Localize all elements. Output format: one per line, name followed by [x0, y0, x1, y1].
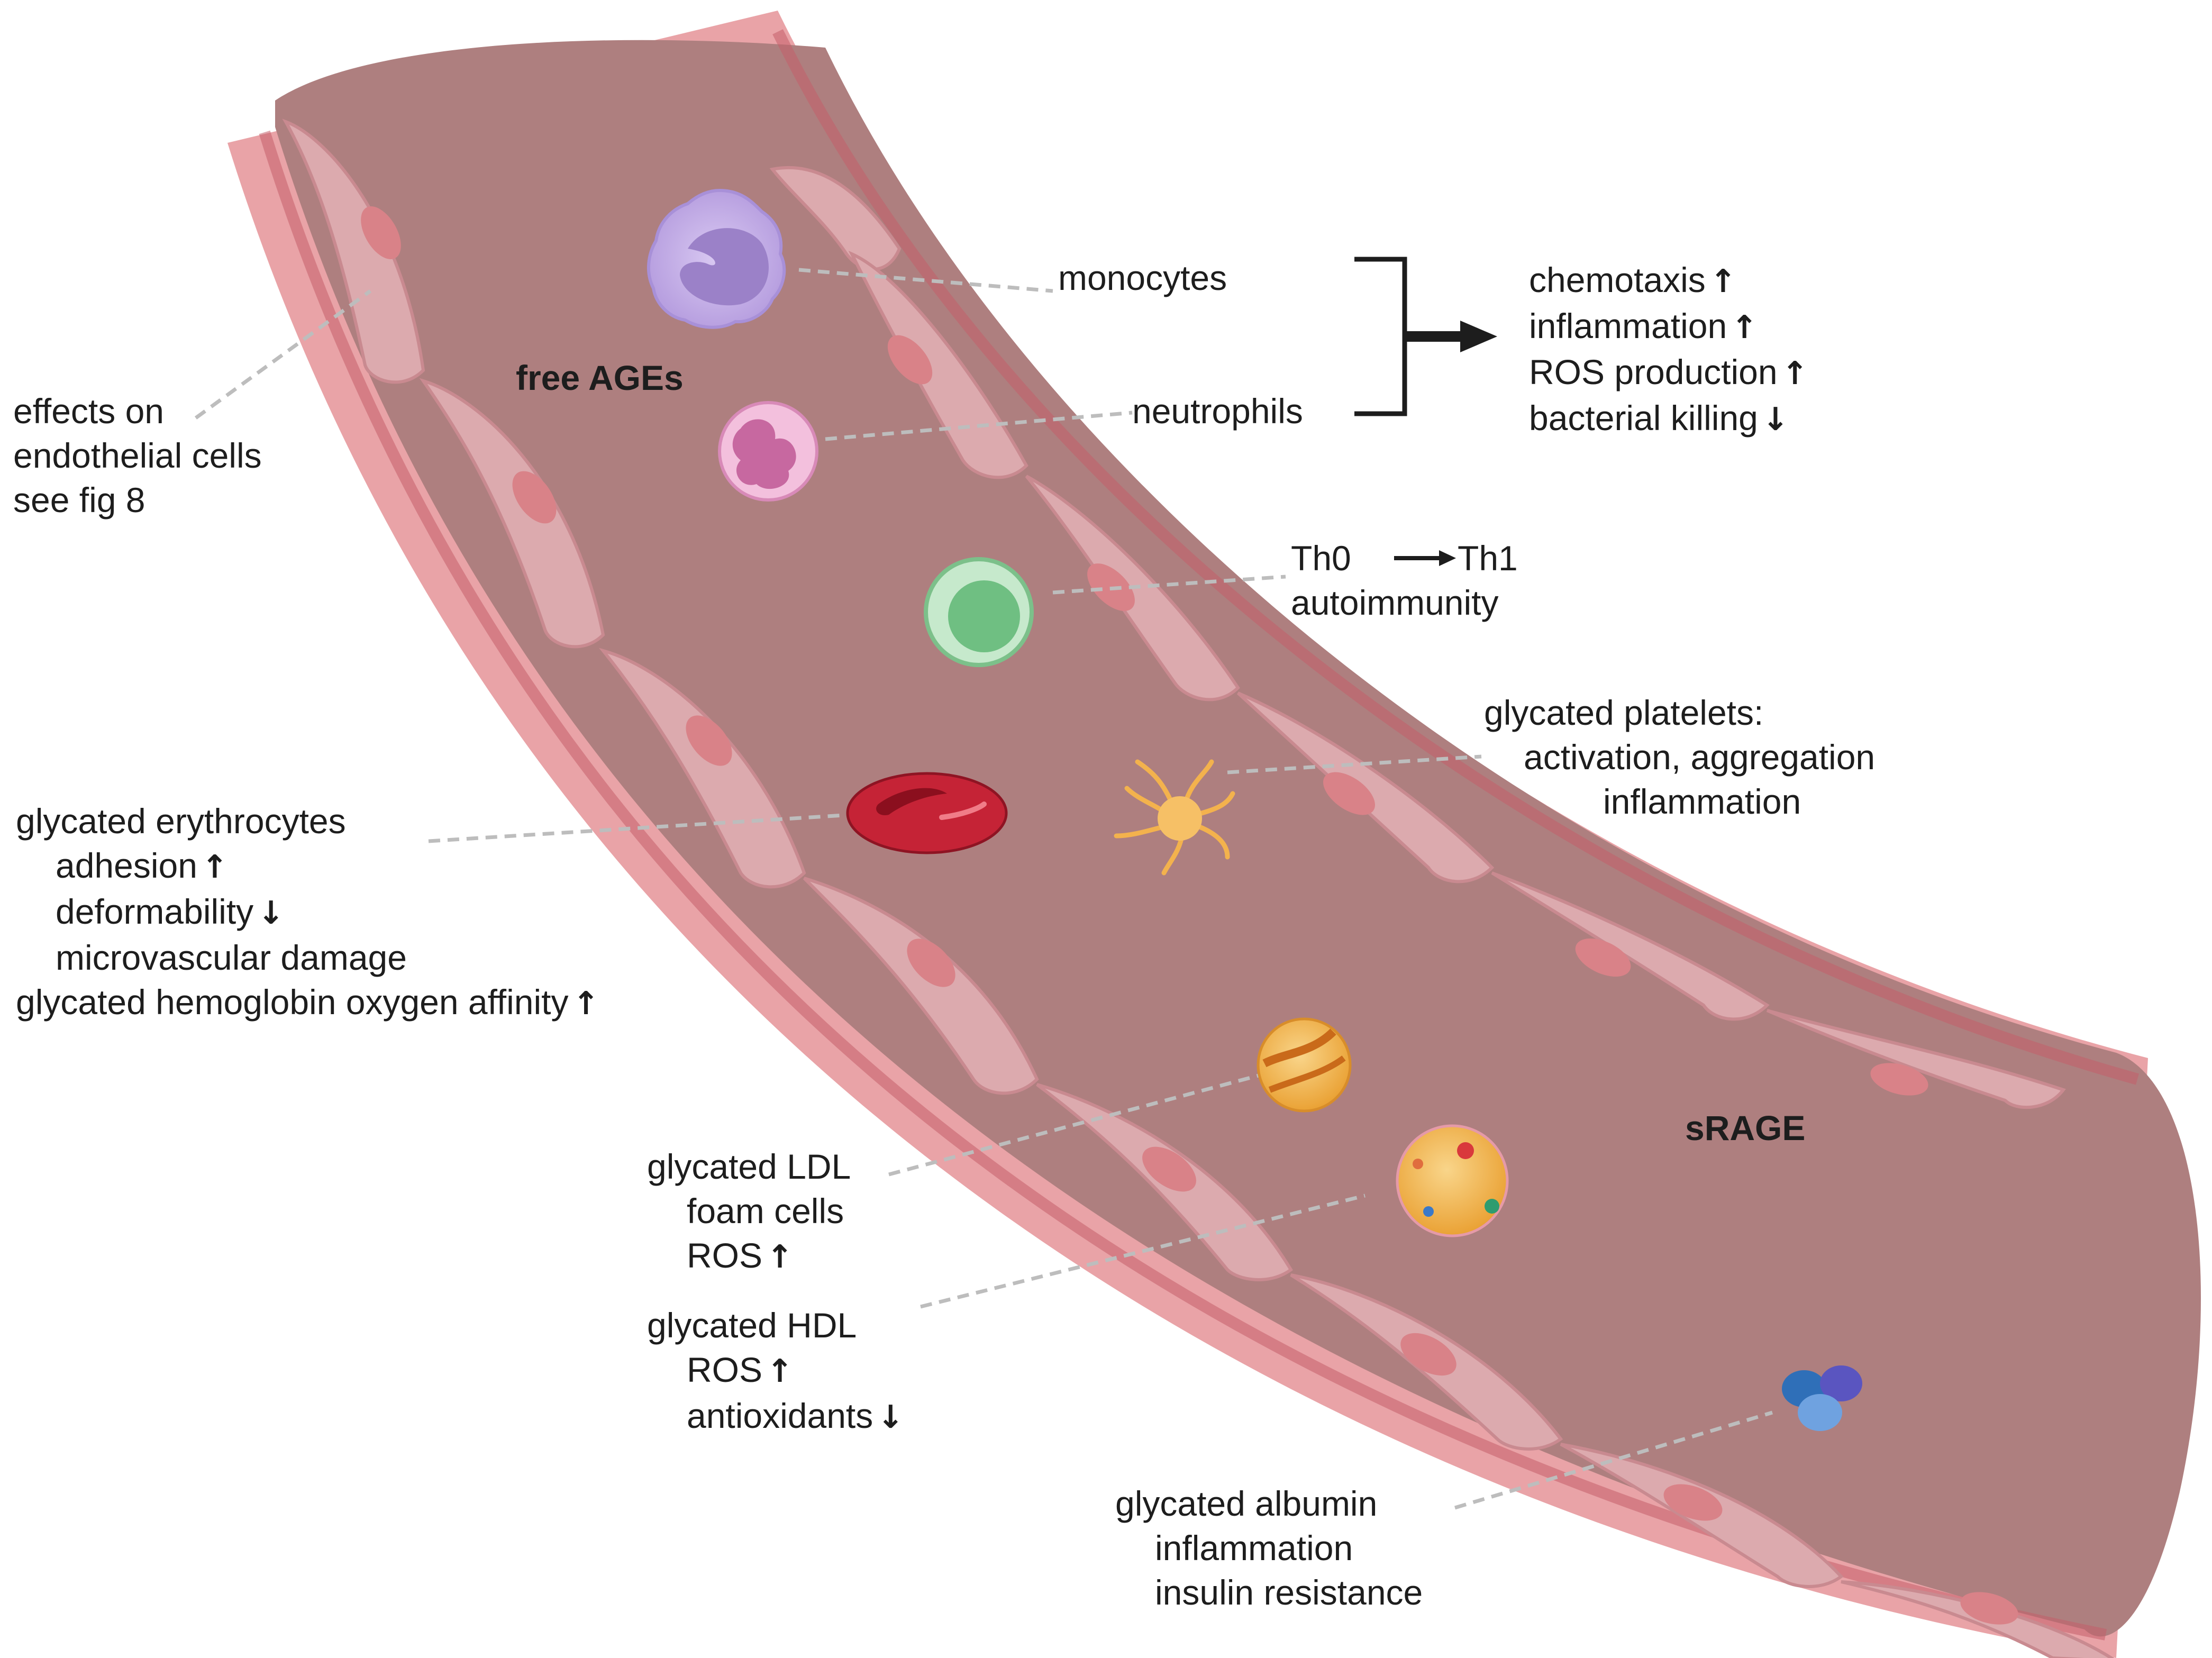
platelets-line-1: glycated platelets:: [1484, 693, 1764, 732]
albumin-title: glycated albumin: [1115, 1484, 1378, 1523]
effect-inflammation: inflammation↑: [1529, 306, 1758, 346]
immune-effects-list: chemotaxis↑ inflammation↑ ROS production…: [1529, 258, 1808, 442]
up-arrow-icon: ↑: [1709, 263, 1737, 300]
hdl-label: glycated HDL ROS↑ antioxidants↓: [647, 1303, 904, 1440]
erythrocytes-adhesion: adhesion↑: [56, 846, 229, 886]
up-arrow-icon: ↑: [201, 849, 229, 886]
albumin-label: glycated albumin inflammation insulin re…: [1115, 1481, 1423, 1615]
effect-bacterial-killing: bacterial killing↓: [1529, 398, 1789, 438]
up-arrow-icon: ↑: [572, 985, 599, 1022]
upper-wall-lining: [772, 29, 2139, 1085]
endothelial-line-2: endothelial cells: [13, 436, 262, 475]
upper-endothelium-nuclei: [887, 335, 1928, 1096]
endothelial-effects-label: effects on endothelial cells see fig 8: [13, 389, 262, 522]
platelet-body: [1158, 796, 1202, 841]
erythrocytes-hemoglobin: glycated hemoglobin oxygen affinity↑: [16, 982, 599, 1022]
down-arrow-icon: ↓: [1762, 401, 1789, 438]
ldl-label: glycated LDL foam cells ROS↑: [647, 1144, 851, 1279]
up-arrow-icon: ↑: [1781, 355, 1808, 392]
free-ages-label: free AGEs: [516, 358, 684, 397]
platelets-line-3: inflammation: [1603, 782, 1801, 821]
hdl-antioxidants: antioxidants↓: [687, 1396, 904, 1436]
hdl-ros: ROS↑: [687, 1350, 794, 1390]
hdl-particle-icon: [1396, 1124, 1509, 1237]
effect-chemotaxis: chemotaxis↑: [1529, 260, 1737, 300]
erythrocytes-deformability: deformability↓: [56, 892, 285, 932]
up-arrow-icon: ↑: [767, 1238, 794, 1276]
endothelial-line-3: see fig 8: [13, 480, 145, 520]
ldl-title: glycated LDL: [647, 1147, 851, 1186]
erythrocytes-title: glycated erythrocytes: [16, 801, 346, 841]
ldl-foam-cells: foam cells: [687, 1191, 844, 1231]
ldl-ros: ROS↑: [687, 1236, 794, 1276]
erythrocytes-label: glycated erythrocytes adhesion↑ deformab…: [16, 799, 599, 1026]
lymphocyte-icon: [924, 557, 1034, 667]
th0-label: Th0: [1291, 539, 1351, 578]
albumin-icon: [1782, 1365, 1862, 1431]
up-arrow-icon: ↑: [1731, 309, 1758, 346]
platelets-line-2: activation, aggregation: [1524, 737, 1876, 777]
platelets-label: glycated platelets: activation, aggregat…: [1484, 690, 1875, 824]
erythrocytes-microvascular: microvascular damage: [56, 938, 407, 977]
up-arrow-icon: ↑: [767, 1353, 794, 1390]
neutrophils-label: neutrophils: [1132, 391, 1303, 431]
monocytes-label: monocytes: [1058, 258, 1227, 297]
albumin-inflammation: inflammation: [1155, 1528, 1353, 1568]
autoimmunity-label: autoimmunity: [1291, 583, 1499, 622]
bracket-arrowhead: [1460, 321, 1497, 352]
neutrophil-icon: [718, 401, 818, 502]
monocyte-icon: [647, 188, 786, 329]
srage-label: sRAGE: [1685, 1108, 1806, 1147]
bracket-arrow-icon: [1354, 257, 1465, 416]
th1-label: Th1: [1458, 539, 1518, 578]
effect-ros-production: ROS production↑: [1529, 352, 1808, 392]
endothelial-line-1: effects on: [13, 391, 164, 431]
erythrocyte-icon: [846, 772, 1008, 854]
lower-endothelium-nuclei: [361, 206, 2018, 1625]
hdl-title: glycated HDL: [647, 1306, 857, 1345]
leader-lines: [194, 268, 1773, 1510]
right-arrow-icon: [1394, 550, 1456, 566]
down-arrow-icon: ↓: [258, 895, 285, 932]
ldl-particle-icon: [1257, 1017, 1352, 1113]
down-arrow-icon: ↓: [877, 1399, 904, 1436]
albumin-insulin-resistance: insulin resistance: [1155, 1573, 1423, 1612]
